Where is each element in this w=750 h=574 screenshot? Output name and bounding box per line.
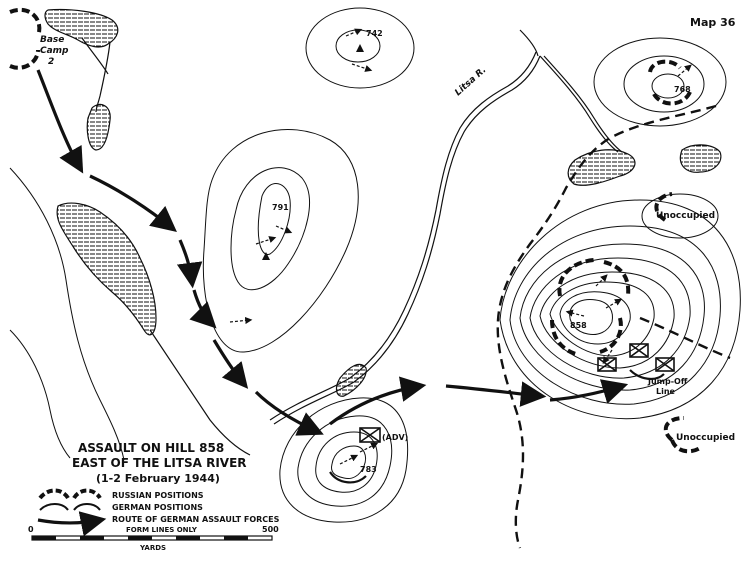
lake-small [86, 103, 111, 151]
legend-german-label: GERMAN POSITIONS [112, 503, 203, 512]
hill-768-label: 768 [674, 85, 691, 94]
hill-768-contours [593, 37, 727, 127]
map-number: Map 36 [690, 16, 736, 29]
peak-markers [262, 44, 364, 260]
scale-max: 500 [262, 525, 279, 534]
lake-north [44, 8, 119, 48]
scale-bar: 0 500 FORM LINES ONLY YARDS [28, 525, 279, 552]
patrol-arrows [229, 28, 692, 465]
assault-route [36, 69, 629, 436]
map-title-1: ASSAULT ON HILL 858 [78, 441, 224, 455]
dashed-track [496, 104, 731, 549]
legend-german-symbol [39, 503, 101, 511]
river-label: Litsa R. [453, 65, 488, 98]
unoccupied-label-south: Unoccupied [676, 433, 735, 443]
map-title-3: (1-2 February 1944) [96, 472, 220, 485]
scale-unit: YARDS [139, 544, 166, 552]
legend: RUSSIAN POSITIONS GERMAN POSITIONS ROUTE… [37, 488, 280, 537]
russian-positions [9, 8, 702, 454]
jump-off-label-1: Jump-Off [647, 377, 688, 386]
hill-unoccupied-contours [641, 193, 719, 239]
legend-route-symbol [37, 511, 107, 537]
hill-858-label: 858 [570, 321, 587, 330]
adv-label: (ADV) [382, 433, 408, 442]
hill-742-label: 742 [366, 29, 383, 38]
jump-off-label-2: Line [656, 387, 676, 396]
legend-russian-label: RUSSIAN POSITIONS [112, 491, 204, 500]
base-camp-label-2: Camp [40, 46, 69, 56]
base-camp-label-3: 2 [48, 57, 54, 67]
lake-east-1 [567, 149, 636, 186]
unoccupied-label-north: Unoccupied [656, 211, 715, 221]
litsa-river [269, 29, 623, 425]
legend-route-label: ROUTE OF GERMAN ASSAULT FORCES [112, 515, 280, 524]
german-positions [329, 369, 665, 484]
legend-russian-symbol [38, 488, 102, 500]
streams [81, 37, 251, 456]
scale-zero: 0 [28, 525, 34, 534]
map-title-2: EAST OF THE LITSA RIVER [72, 456, 247, 470]
lake-east-2 [679, 144, 722, 173]
hill-791-contours [202, 128, 359, 353]
hill-791-label: 791 [272, 203, 289, 212]
terrain-lines [9, 167, 125, 461]
base-camp-label-1: Base [40, 35, 64, 45]
lakes [44, 8, 722, 397]
hill-783-label: 783 [360, 465, 377, 474]
scale-note: FORM LINES ONLY [126, 526, 198, 534]
unit-symbols [359, 343, 675, 443]
hill-783-contours [279, 397, 409, 523]
hill-858-contours [499, 199, 741, 420]
